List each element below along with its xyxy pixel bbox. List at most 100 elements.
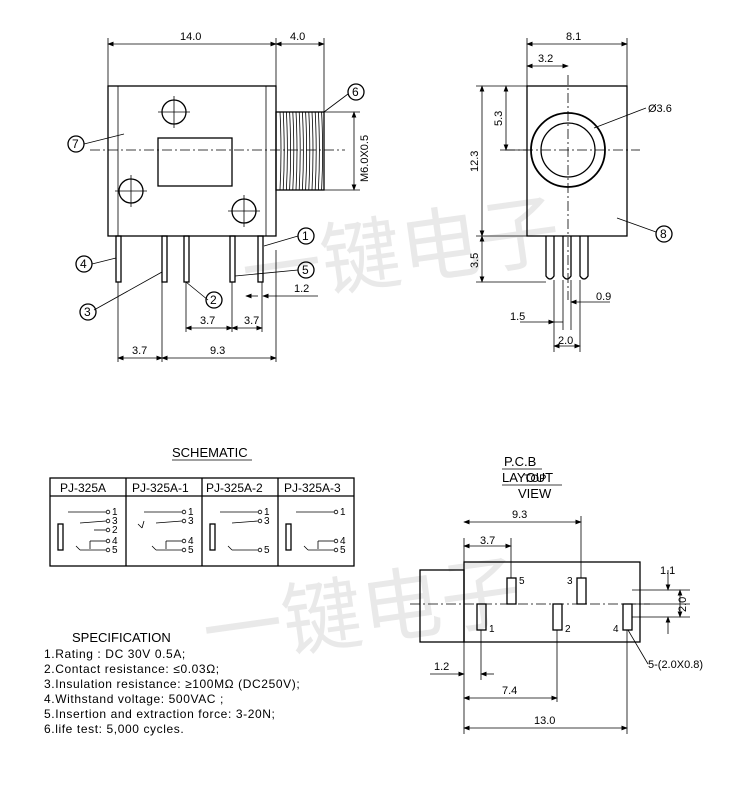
schematic-wire: [137, 523, 143, 529]
thread-line: [295, 111, 298, 191]
thread-line: [318, 111, 320, 191]
spec-line-6: 6.life test: 5,000 cycles.: [44, 722, 184, 736]
mount-hole-right: [228, 195, 260, 227]
schematic-wire: [75, 545, 81, 551]
pcb-dim-pitch: 2.0: [677, 597, 689, 612]
schematic-pin-label: 5: [188, 545, 194, 556]
thread-line: [314, 111, 317, 191]
schematic-wire: [151, 545, 157, 551]
schematic-terminal: [181, 509, 187, 515]
schematic-jack: [285, 523, 292, 551]
side-jack-outer: [530, 112, 606, 188]
svg-text:6: 6: [352, 85, 359, 99]
schematic-wire: [303, 545, 309, 551]
pcb-hole-3: [576, 577, 587, 605]
pcb-hole-2: [552, 603, 563, 631]
spec-line-5: 5.Insertion and extraction force: 3-20N;: [44, 707, 275, 721]
dim-pin-offset: 3.7: [132, 345, 147, 357]
schematic-terminal: [105, 509, 111, 515]
schematic-model-1: PJ-325A-1: [132, 481, 189, 495]
schematic-pin-label: 1: [112, 507, 118, 518]
schematic-terminal: [105, 538, 111, 544]
svg-text:3: 3: [84, 305, 91, 319]
front-view: 14.0 4.0 M6.0X0.5 3.7 3.7 3.7 9.3 1.2 1: [67, 31, 371, 362]
thread-line: [286, 111, 288, 191]
schematic-terminal: [257, 547, 263, 553]
dim-thread-width: 4.0: [290, 31, 305, 43]
front-window: [157, 137, 233, 187]
schematic-wire: [141, 520, 145, 529]
svg-text:1: 1: [302, 229, 309, 243]
pcb-dim-offset: 3.7: [480, 535, 495, 547]
spec-title: SPECIFICATION: [72, 630, 171, 645]
pcb-pin-4: 4: [613, 624, 619, 635]
pcb-dim-span: 9.3: [512, 509, 527, 521]
dim-pin-width: 1.2: [294, 283, 309, 295]
schematic-pin-label: 1: [188, 507, 194, 518]
pcb-title-4: VIEW: [518, 486, 552, 501]
pcb-dim-holes: 5-(2.0X0.8): [648, 659, 703, 671]
thread-line: [308, 111, 311, 191]
front-thread: [275, 111, 325, 191]
pcb-hole-5: [506, 577, 517, 605]
thread-line: [305, 111, 307, 191]
schematic-wire: [227, 545, 233, 551]
schematic-terminal: [105, 518, 111, 524]
schematic-model-2: PJ-325A-2: [206, 481, 263, 495]
dim-side-pinlen: 3.5: [469, 253, 481, 268]
schematic-pin-label: 5: [264, 545, 270, 556]
pcb-layout: P.C.B LAYOUT TOP VIEW 1 2 3 4 5 9.3 3.7: [410, 454, 703, 734]
watermark-top: 一键电子: [236, 184, 566, 321]
schematic-title: SCHEMATIC: [172, 445, 248, 460]
schematic-terminal: [257, 509, 263, 515]
dim-body-width: 14.0: [180, 31, 201, 43]
pcb-dim-total: 13.0: [534, 715, 555, 727]
callout-4: 4: [75, 255, 117, 273]
schematic-terminal: [181, 547, 187, 553]
spec-line-1: 1.Rating : DC 30V 0.5A;: [44, 647, 186, 661]
svg-text:4: 4: [80, 257, 87, 271]
side-body: [526, 85, 628, 237]
pcb-hole-1: [476, 603, 487, 631]
schematic-terminal: [333, 547, 339, 553]
pcb-title-1: P.C.B: [504, 454, 536, 469]
schematic-pin-label: 4: [340, 536, 346, 547]
thread-line: [311, 111, 314, 191]
pcb-title-2: LAYOUT: [502, 470, 553, 485]
mount-hole-left: [115, 175, 147, 207]
schematic-wire: [231, 520, 259, 524]
spec-line-4: 4.Withstand voltage: 500VAC ;: [44, 692, 224, 706]
schematic-pin-label: 3: [188, 516, 194, 527]
dim-pitch-b: 3.7: [244, 315, 259, 327]
thread-line: [289, 111, 291, 191]
pcb-pin-5: 5: [519, 576, 525, 587]
schematic-pin-label: 4: [112, 536, 118, 547]
schematic-pin-label: 5: [340, 545, 346, 556]
schematic-jack: [209, 523, 216, 551]
dim-pitch-a: 3.7: [200, 315, 215, 327]
watermark: 一键电子 一键电子: [197, 184, 566, 681]
schematic-terminal: [105, 527, 111, 533]
schematic-terminal: [181, 518, 187, 524]
spec-line-3: 3.Insulation resistance: ≥100MΩ (DC250V)…: [44, 677, 300, 691]
front-body: [107, 85, 277, 237]
schematic-terminal: [333, 538, 339, 544]
schematic-terminal: [333, 509, 339, 515]
pcb-hole-4: [622, 603, 633, 631]
schematic-terminal: [105, 547, 111, 553]
schematic-pin-label: 5: [112, 545, 118, 556]
thread-line: [282, 111, 285, 191]
schematic-pin-label: 3: [112, 516, 118, 527]
callout-1: 1: [263, 227, 315, 247]
specification: SPECIFICATION 1.Rating : DC 30V 0.5A; 2.…: [44, 630, 300, 736]
svg-text:7: 7: [72, 137, 79, 151]
callout-3: 3: [79, 271, 163, 321]
schematic-model-3: PJ-325A-3: [284, 481, 341, 495]
schematic-jack: [57, 523, 64, 551]
pcb-pin-1: 1: [489, 624, 495, 635]
spec-line-2: 2.Contact resistance: ≤0.03Ω;: [44, 662, 220, 676]
thread-line: [302, 111, 304, 191]
thread-line: [321, 111, 323, 191]
callout-7: 7: [67, 133, 125, 153]
